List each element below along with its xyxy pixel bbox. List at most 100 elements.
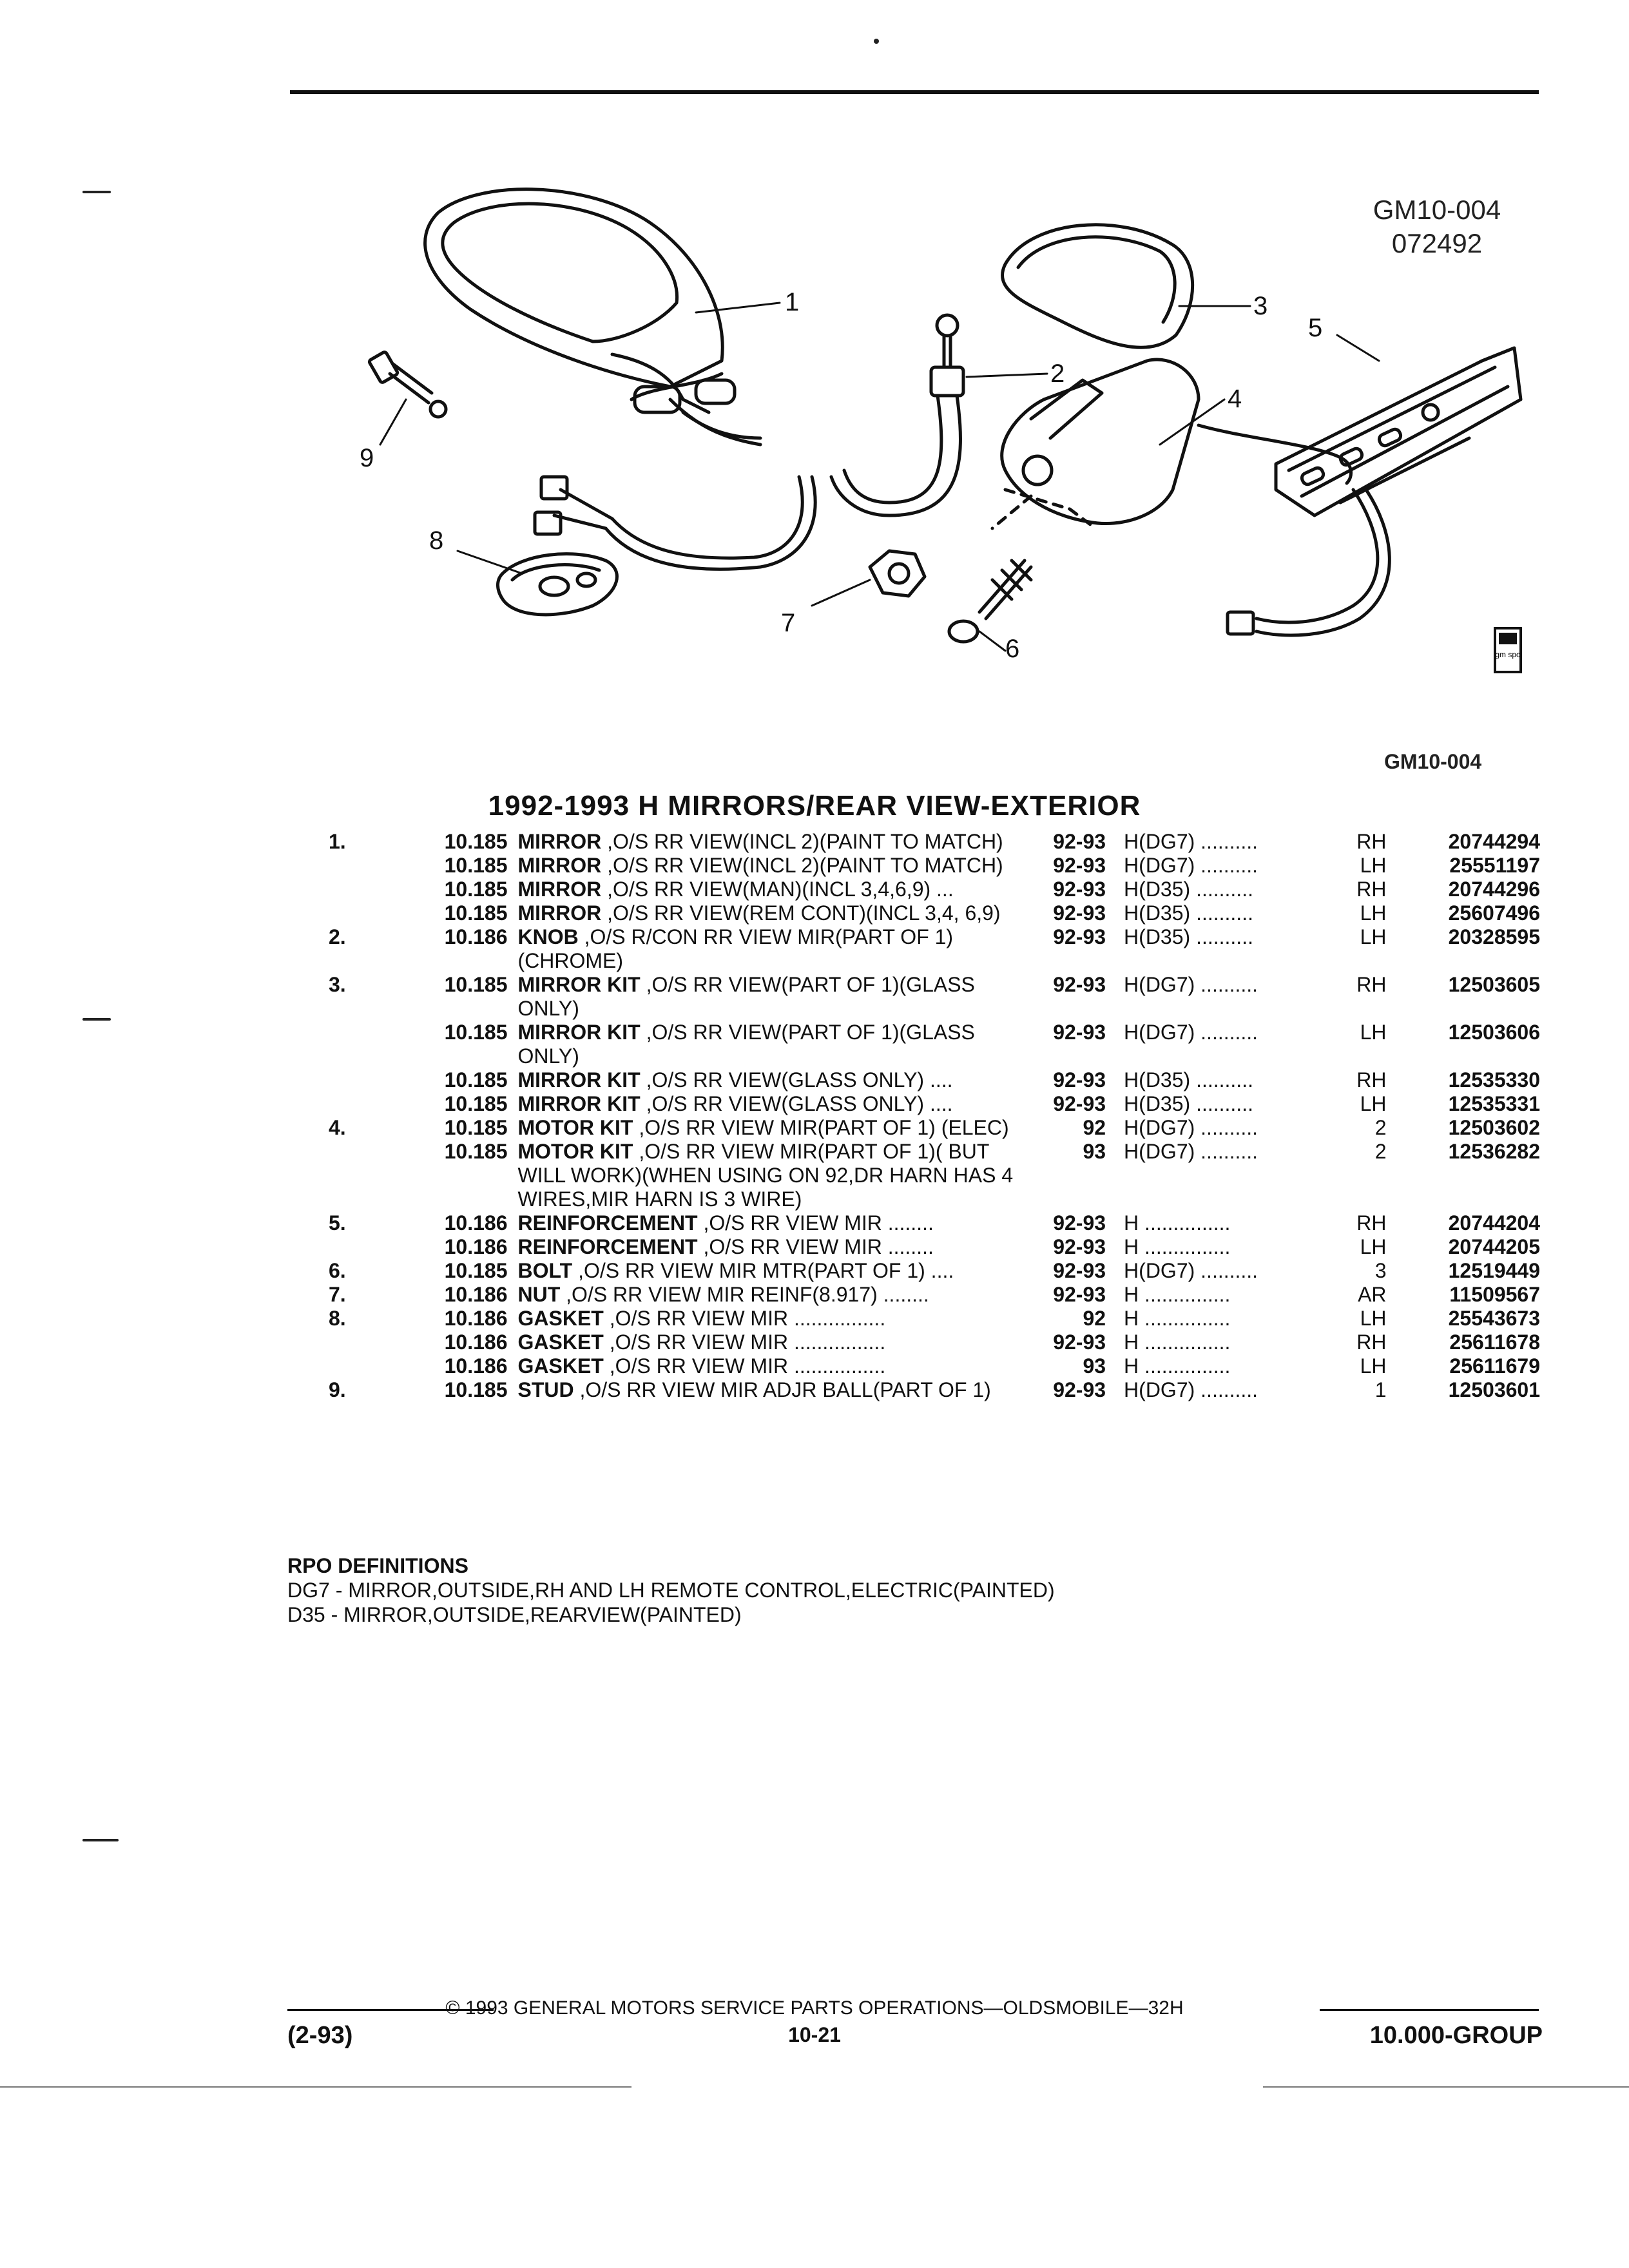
callout-4: 4 <box>1228 385 1242 413</box>
mirror-housing-part <box>423 187 762 447</box>
callout-9: 9 <box>360 444 374 472</box>
part-ref-number: 8. <box>329 1307 346 1330</box>
part-qty: LH <box>1360 1354 1387 1378</box>
part-name: KNOB <box>517 925 579 948</box>
part-ref-number: 1. <box>329 830 346 853</box>
part-ref-number <box>316 1092 399 1116</box>
part-name: MIRROR KIT <box>517 973 641 996</box>
part-detail: ,O/S RR VIEW(GLASS ONLY) .... <box>646 1092 953 1115</box>
part-years: 92-93 <box>1053 1068 1106 1091</box>
part-number: 12503605 <box>1448 973 1540 996</box>
part-detail: ,O/S RR VIEW(INCL 2)(PAINT TO MATCH) <box>607 830 1003 853</box>
part-model: H(DG7) .......... <box>1124 1116 1258 1139</box>
part-name: REINFORCEMENT <box>517 1211 698 1235</box>
footer-group: 10.000-GROUP <box>1369 2022 1543 2049</box>
mirror-exploded-illustration: 1 2 3 4 5 6 7 8 9 gm spo <box>360 187 1523 673</box>
part-name: MIRROR <box>517 854 602 877</box>
figure-code: GM10-004 072492 <box>1360 193 1514 260</box>
part-years: 92-93 <box>1053 973 1106 996</box>
part-ref-number: 6. <box>329 1259 346 1282</box>
mirror-glass-part <box>1001 223 1195 349</box>
part-detail: ,O/S RR VIEW MIR ................ <box>609 1307 886 1330</box>
part-ref-number <box>316 1068 399 1092</box>
part-number: 20744205 <box>1448 1235 1540 1258</box>
part-description: GASKET ,O/S RR VIEW MIR ................ <box>517 1354 1029 1378</box>
part-number: 11509567 <box>1449 1283 1540 1306</box>
part-description: MIRROR ,O/S RR VIEW(INCL 2)(PAINT TO MAT… <box>517 830 1029 854</box>
part-group-number: 10.185 <box>444 1116 508 1139</box>
part-number: 12535330 <box>1448 1068 1540 1091</box>
callout-7: 7 <box>781 609 795 637</box>
part-detail: ,O/S RR VIEW MIR ................ <box>609 1331 886 1354</box>
stud-part <box>367 351 448 419</box>
part-years: 92-93 <box>1053 901 1106 925</box>
part-name: GASKET <box>517 1307 604 1330</box>
part-group-number: 10.185 <box>444 973 508 996</box>
part-group-number: 10.185 <box>444 1378 508 1401</box>
part-model: H ............... <box>1124 1307 1231 1330</box>
part-name: REINFORCEMENT <box>517 1235 698 1258</box>
part-qty: 2 <box>1374 1116 1387 1139</box>
rpo-heading: RPO DEFINITIONS <box>287 1554 468 1577</box>
part-qty: 3 <box>1374 1259 1387 1282</box>
part-ref-number: 9. <box>329 1378 346 1401</box>
part-years: 92-93 <box>1053 1378 1106 1401</box>
part-group-number: 10.185 <box>444 1140 508 1163</box>
bottom-edge-line <box>0 2086 631 2088</box>
part-years: 92-93 <box>1053 830 1106 853</box>
top-rule <box>290 90 1539 94</box>
part-detail: ,O/S R/CON RR VIEW MIR(PART OF 1) (CHROM… <box>517 925 954 972</box>
part-group-number: 10.186 <box>444 1211 508 1235</box>
part-description: MIRROR ,O/S RR VIEW(INCL 2)(PAINT TO MAT… <box>517 854 1029 878</box>
bottom-edge-line <box>1263 2086 1629 2088</box>
part-description: BOLT ,O/S RR VIEW MIR MTR(PART OF 1) ...… <box>517 1259 1029 1283</box>
part-detail: ,O/S RR VIEW(MAN)(INCL 3,4,6,9) ... <box>607 878 954 901</box>
figure-code-text: GM10-004 <box>1373 195 1501 225</box>
part-group-number: 10.186 <box>444 1354 508 1378</box>
part-description: REINFORCEMENT ,O/S RR VIEW MIR ........ <box>517 1235 1029 1259</box>
part-model: H(DG7) .......... <box>1124 1021 1258 1044</box>
part-group-number: 10.185 <box>444 1092 508 1115</box>
part-ref-number: 2. <box>329 925 346 948</box>
callout-2: 2 <box>1050 360 1065 388</box>
section-title: 1992-1993 H MIRRORS/REAR VIEW-EXTERIOR <box>488 790 1141 822</box>
part-number: 12503602 <box>1448 1116 1540 1139</box>
part-ref-number <box>316 1235 399 1259</box>
part-description: REINFORCEMENT ,O/S RR VIEW MIR ........ <box>517 1211 1029 1235</box>
part-number: 20328595 <box>1448 925 1540 948</box>
svg-text:gm spo: gm spo <box>1495 650 1521 659</box>
part-qty: LH <box>1360 1021 1387 1044</box>
part-ref-number <box>316 878 399 901</box>
part-number: 12536282 <box>1448 1140 1540 1163</box>
callout-3: 3 <box>1253 292 1268 320</box>
part-name: GASKET <box>517 1354 604 1378</box>
gasket-part <box>496 552 619 617</box>
part-years: 92-93 <box>1053 1092 1106 1115</box>
part-model: H(D35) .......... <box>1124 878 1253 901</box>
part-ref-number <box>316 1331 399 1354</box>
part-qty: LH <box>1360 1235 1387 1258</box>
part-model: H(D35) .......... <box>1124 1068 1253 1091</box>
parts-row: 10.186 GASKET ,O/S RR VIEW MIR ..........… <box>316 1354 1540 1378</box>
part-years: 92-93 <box>1053 1331 1106 1354</box>
part-name: NUT <box>517 1283 561 1306</box>
nut-part <box>868 549 927 598</box>
part-name: MOTOR KIT <box>517 1116 633 1139</box>
part-number: 12503606 <box>1448 1021 1540 1044</box>
part-model: H ............... <box>1124 1283 1231 1306</box>
part-number: 20744204 <box>1448 1211 1540 1235</box>
part-qty: LH <box>1360 925 1387 948</box>
part-years: 92-93 <box>1053 1021 1106 1044</box>
reinforcement-part <box>1274 346 1523 517</box>
part-name: MOTOR KIT <box>517 1140 633 1163</box>
part-group-number: 10.186 <box>444 1283 508 1306</box>
part-name: MIRROR <box>517 901 602 925</box>
part-detail: ,O/S RR VIEW MIR MTR(PART OF 1) .... <box>578 1259 954 1282</box>
